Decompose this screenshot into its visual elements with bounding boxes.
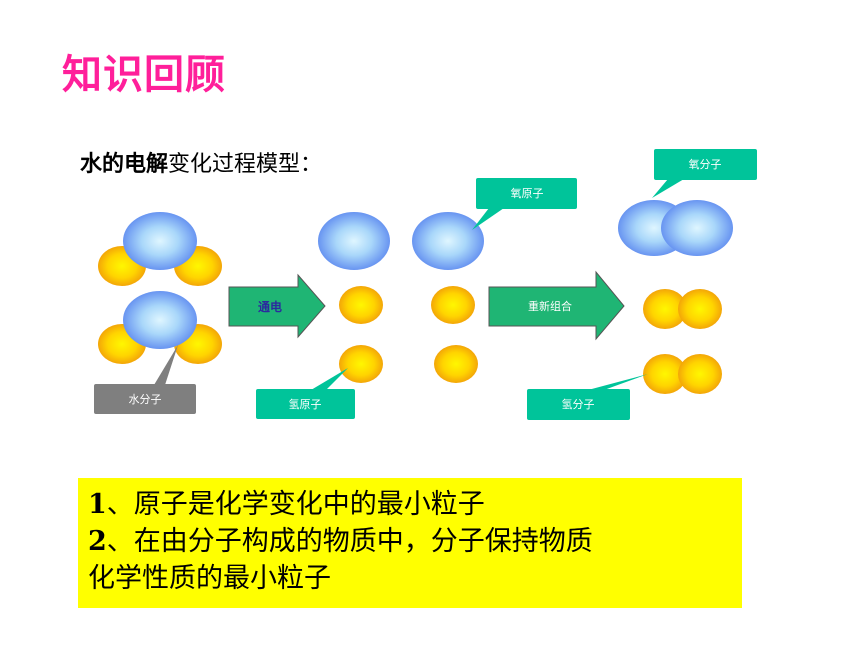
callout-hydrogen-molecule: 氢分子: [527, 374, 648, 420]
oxygen-atom: [123, 212, 197, 270]
line-text: 化学性质的最小粒子: [88, 563, 331, 594]
oxygen-atom: [318, 212, 390, 270]
water-molecule-2: [98, 291, 222, 364]
arrow-label: 通电: [258, 299, 282, 314]
oxygen-atom: [412, 212, 484, 270]
callout-oxygen-atom: 氧原子: [472, 178, 577, 230]
page-title: 知识回顾: [62, 52, 226, 98]
hydrogen-atom: [339, 286, 383, 324]
callout-label: 氢原子: [289, 397, 322, 411]
hydrogen-atom: [339, 345, 383, 383]
line-text: 、在由分子构成的物质中，分子保持物质: [106, 526, 593, 557]
callout-hydrogen-atom: 氢原子: [256, 368, 355, 419]
arrow-recombine: 重新组合: [488, 270, 625, 341]
hydrogen-atom: [678, 354, 722, 394]
line-number: 2: [88, 526, 107, 557]
hydrogen-atom: [431, 286, 475, 324]
hydrogen-molecule-1: [643, 289, 722, 329]
electrolysis-diagram: 通电 重新组合 水分子 氢原子: [94, 149, 757, 420]
caption-rest: 变化过程模型：: [168, 152, 323, 177]
line-text: 、原子是化学变化中的最小粒子: [106, 489, 485, 520]
oxygen-atom: [661, 200, 733, 256]
hydrogen-atom: [678, 289, 722, 329]
callout-label: 氧原子: [511, 186, 544, 200]
summary-line-3: 化学性质的最小粒子: [88, 560, 732, 597]
oxygen-atom: [123, 291, 197, 349]
arrow-label: 重新组合: [528, 299, 572, 313]
caption-bold-part: 水的电解: [80, 152, 169, 177]
oxygen-molecule: [618, 200, 733, 256]
summary-box: 1、原子是化学变化中的最小粒子 2、在由分子构成的物质中，分子保持物质 化学性质…: [78, 478, 742, 608]
callout-label: 水分子: [129, 393, 162, 406]
diagram-caption: 水的电解变化过程模型：: [80, 146, 322, 178]
separated-atoms: [318, 212, 484, 383]
hydrogen-atom: [643, 354, 687, 394]
callout-label: 氧分子: [689, 157, 722, 171]
summary-line-2: 2、在由分子构成的物质中，分子保持物质: [88, 523, 732, 560]
arrow-electrify: 通电: [228, 273, 326, 339]
callout-oxygen-molecule: 氧分子: [652, 149, 757, 198]
summary-line-1: 1、原子是化学变化中的最小粒子: [88, 486, 732, 523]
hydrogen-atom: [643, 289, 687, 329]
hydrogen-atom: [434, 345, 478, 383]
line-number: 1: [88, 489, 107, 520]
callout-water-molecule: 水分子: [94, 345, 196, 414]
water-molecule-1: [98, 212, 222, 286]
hydrogen-molecule-2: [643, 354, 722, 394]
callout-label: 氢分子: [562, 397, 595, 411]
